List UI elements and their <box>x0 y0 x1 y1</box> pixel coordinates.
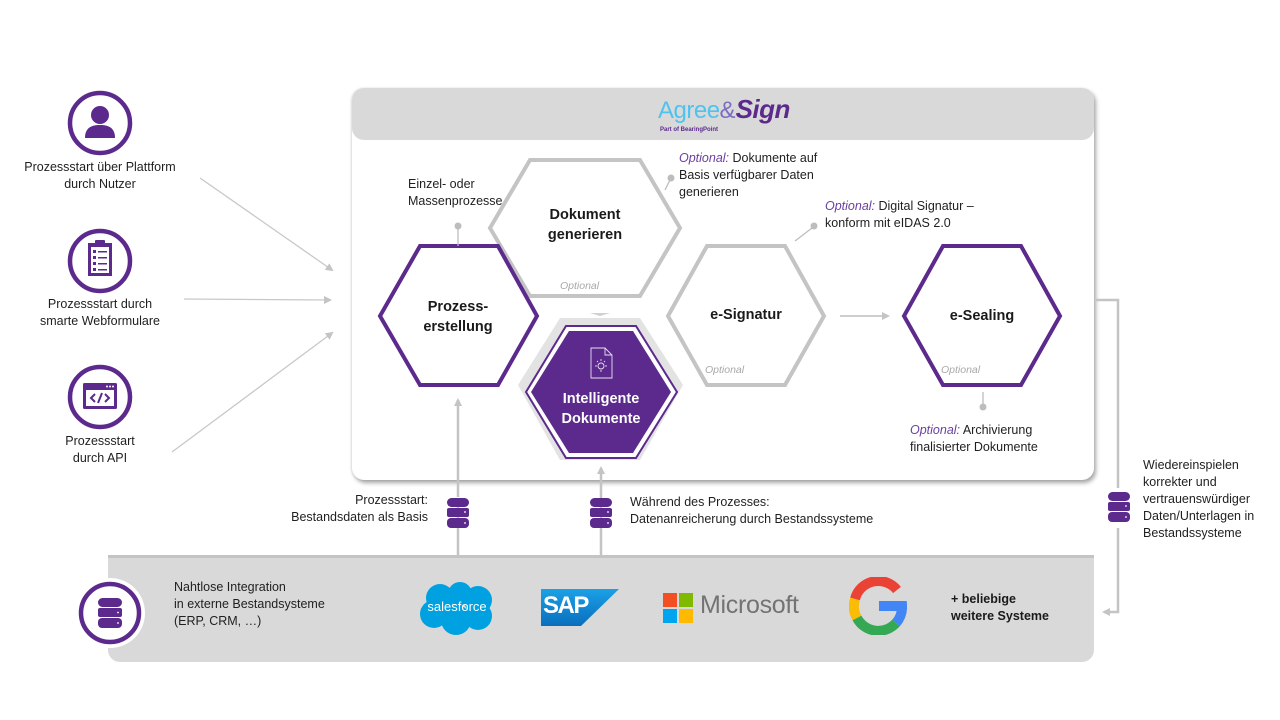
entry-label-line: smarte Webformulare <box>40 314 160 328</box>
sap-logo: SAP <box>541 589 619 626</box>
integration-divider <box>108 555 1094 558</box>
annotation-line: Basis verfügbarer Daten <box>679 168 814 182</box>
flow-label-waehrend: Während des Prozesses: Datenanreicherung… <box>630 494 873 528</box>
flow-label-line: Während des Prozesses: <box>630 495 770 509</box>
hexagon-label-line: Intelligente <box>562 391 640 407</box>
flow-label-line: Bestandssysteme <box>1143 526 1242 540</box>
annotation-archivierung: Optional: Archivierung finalisierter Dok… <box>910 422 1038 456</box>
database-icon-prozessstart <box>447 497 469 528</box>
api-code-icon <box>67 364 133 430</box>
integration-band <box>108 558 1094 662</box>
arrow-entry-web <box>183 295 332 304</box>
integration-line: in externe Bestandsysteme <box>174 597 325 611</box>
logo-sign: Sign <box>735 94 791 124</box>
entry-label-line: Prozessstart über Plattform <box>24 160 176 174</box>
optional-tag-dokument: Optional <box>560 280 600 292</box>
annotation-signatur: Optional: Digital Signatur – konform mit… <box>825 198 974 232</box>
salesforce-cloud-icon <box>420 582 492 635</box>
annotation-line: Digital Signatur – <box>875 199 974 213</box>
flow-label-line: Wiedereinspielen <box>1143 458 1239 472</box>
annotation-line: finalisierter Dokumente <box>910 440 1038 454</box>
flow-label-line: Datenanreicherung durch Bestandssysteme <box>630 512 874 526</box>
database-icon-waehrend <box>590 498 612 528</box>
logo-subtitle: Part of BearingPoint <box>660 127 719 133</box>
annotation-line: Einzel- oder <box>408 177 475 191</box>
hexagon-label-line: Dokumente <box>561 411 641 427</box>
entry-label-line: Prozessstart durch <box>47 297 153 311</box>
integration-line: Nahtlose Integration <box>174 580 286 594</box>
annotation-line: generieren <box>679 185 739 199</box>
entry-label-webforms: Prozessstart durch smarte Webformulare <box>0 296 200 330</box>
more-systems-label: + beliebige weitere Systeme <box>951 591 1049 625</box>
arrow-entry-user <box>199 177 334 272</box>
hexagon-label-e-signatur: e-Signatur <box>710 307 782 323</box>
more-systems-line: + beliebige <box>951 592 1016 606</box>
integration-description: Nahtlose Integration in externe Bestands… <box>174 579 325 630</box>
optional-tag-signatur: Optional <box>705 364 745 376</box>
optional-label: Optional: <box>679 151 730 165</box>
annotation-line: konform mit eIDAS 2.0 <box>825 216 951 230</box>
logo-agree: Agree <box>658 97 720 124</box>
database-circle-icon <box>75 578 145 648</box>
hexagon-label-prozesserstellung: Prozess- erstellung <box>400 297 516 337</box>
database-icon-wiedereinspielen <box>1108 492 1130 522</box>
return-flow-path <box>1096 298 1120 616</box>
salesforce-text: salesforce <box>427 599 487 614</box>
flow-label-wiedereinspielen: Wiedereinspielen korrekter und vertrauen… <box>1143 457 1254 542</box>
user-icon <box>67 90 133 156</box>
platform-header <box>352 88 1094 140</box>
hexagon-label-line: generieren <box>547 227 623 243</box>
hexagon-label-line: erstellung <box>423 319 493 335</box>
agree-sign-logo: Agree&Sign <box>658 94 790 125</box>
clipboard-form-icon <box>67 228 133 294</box>
sap-text: SAP <box>543 592 589 619</box>
hexagon-label-line: Dokument <box>549 207 621 223</box>
flow-label-line: Prozessstart: <box>355 493 428 507</box>
hexagon-label-e-sealing: e-Sealing <box>949 308 1015 324</box>
entry-label-api: Prozessstart durch API <box>0 433 200 467</box>
sap-shape-icon <box>541 589 619 626</box>
hexagon-label-dokument: Dokument generieren <box>530 205 640 245</box>
annotation-line: Dokumente auf <box>729 151 818 165</box>
entry-label-line: Prozessstart <box>65 434 135 448</box>
flow-label-line: vertrauenswürdiger <box>1143 492 1250 506</box>
entry-label-line: durch Nutzer <box>64 177 136 191</box>
optional-label: Optional: <box>825 199 876 213</box>
annotation-einzel-massen: Einzel- oder Massenprozesse <box>408 176 503 210</box>
logo-ampersand: & <box>719 97 736 124</box>
more-systems-line: weitere Systeme <box>951 609 1049 623</box>
salesforce-logo: salesforce <box>416 580 498 636</box>
flow-label-line: Bestandsdaten als Basis <box>291 510 428 524</box>
annotation-line: Archivierung <box>960 423 1033 437</box>
annotation-line: Massenprozesse <box>408 194 503 208</box>
microsoft-text: Microsoft <box>700 591 799 619</box>
microsoft-squares-icon <box>663 593 693 623</box>
entry-label-platform: Prozessstart über Plattform durch Nutzer <box>0 159 200 193</box>
entry-label-line: durch API <box>72 451 128 465</box>
flow-label-line: Daten/Unterlagen in <box>1143 509 1255 523</box>
integration-line: (ERP, CRM, …) <box>174 614 262 628</box>
flow-label-prozessstart: Prozessstart: Bestandsdaten als Basis <box>240 492 428 526</box>
annotation-dokument: Optional: Dokumente auf Basis verfügbare… <box>679 150 817 201</box>
google-g-icon <box>849 577 907 635</box>
flow-label-line: korrekter und <box>1143 475 1217 489</box>
optional-tag-sealing: Optional <box>941 364 981 376</box>
hexagon-label-intelligente-dokumente: Intelligente Dokumente <box>546 389 656 429</box>
hexagon-label-line: Prozess- <box>427 299 489 315</box>
optional-label: Optional: <box>910 423 961 437</box>
